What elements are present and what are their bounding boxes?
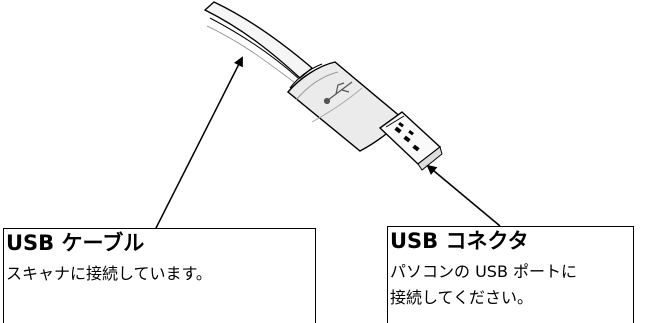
cable-callout-title: USB ケーブル [6, 231, 145, 255]
connector-callout-title: USB コネクタ [390, 229, 529, 253]
cable-leader-arrow [154, 56, 243, 231]
cable-callout-box: USB ケーブル スキャナに接続しています。 [3, 228, 316, 323]
usb-logo-icon [323, 81, 353, 105]
connector-callout-text: パソコンの USB ポートに 接続してください。 [390, 259, 577, 311]
connector-callout-line-1: パソコンの USB ポートに [390, 262, 578, 281]
cable-callout-text: スキャナに接続しています。 [6, 264, 212, 283]
connector-callout-line-2: 接続してください。 [390, 288, 534, 307]
connector-leader-arrow [426, 164, 501, 227]
connector-callout-box: USB コネクタ パソコンの USB ポートに 接続してください。 [387, 226, 634, 323]
usb-connector [287, 61, 443, 171]
